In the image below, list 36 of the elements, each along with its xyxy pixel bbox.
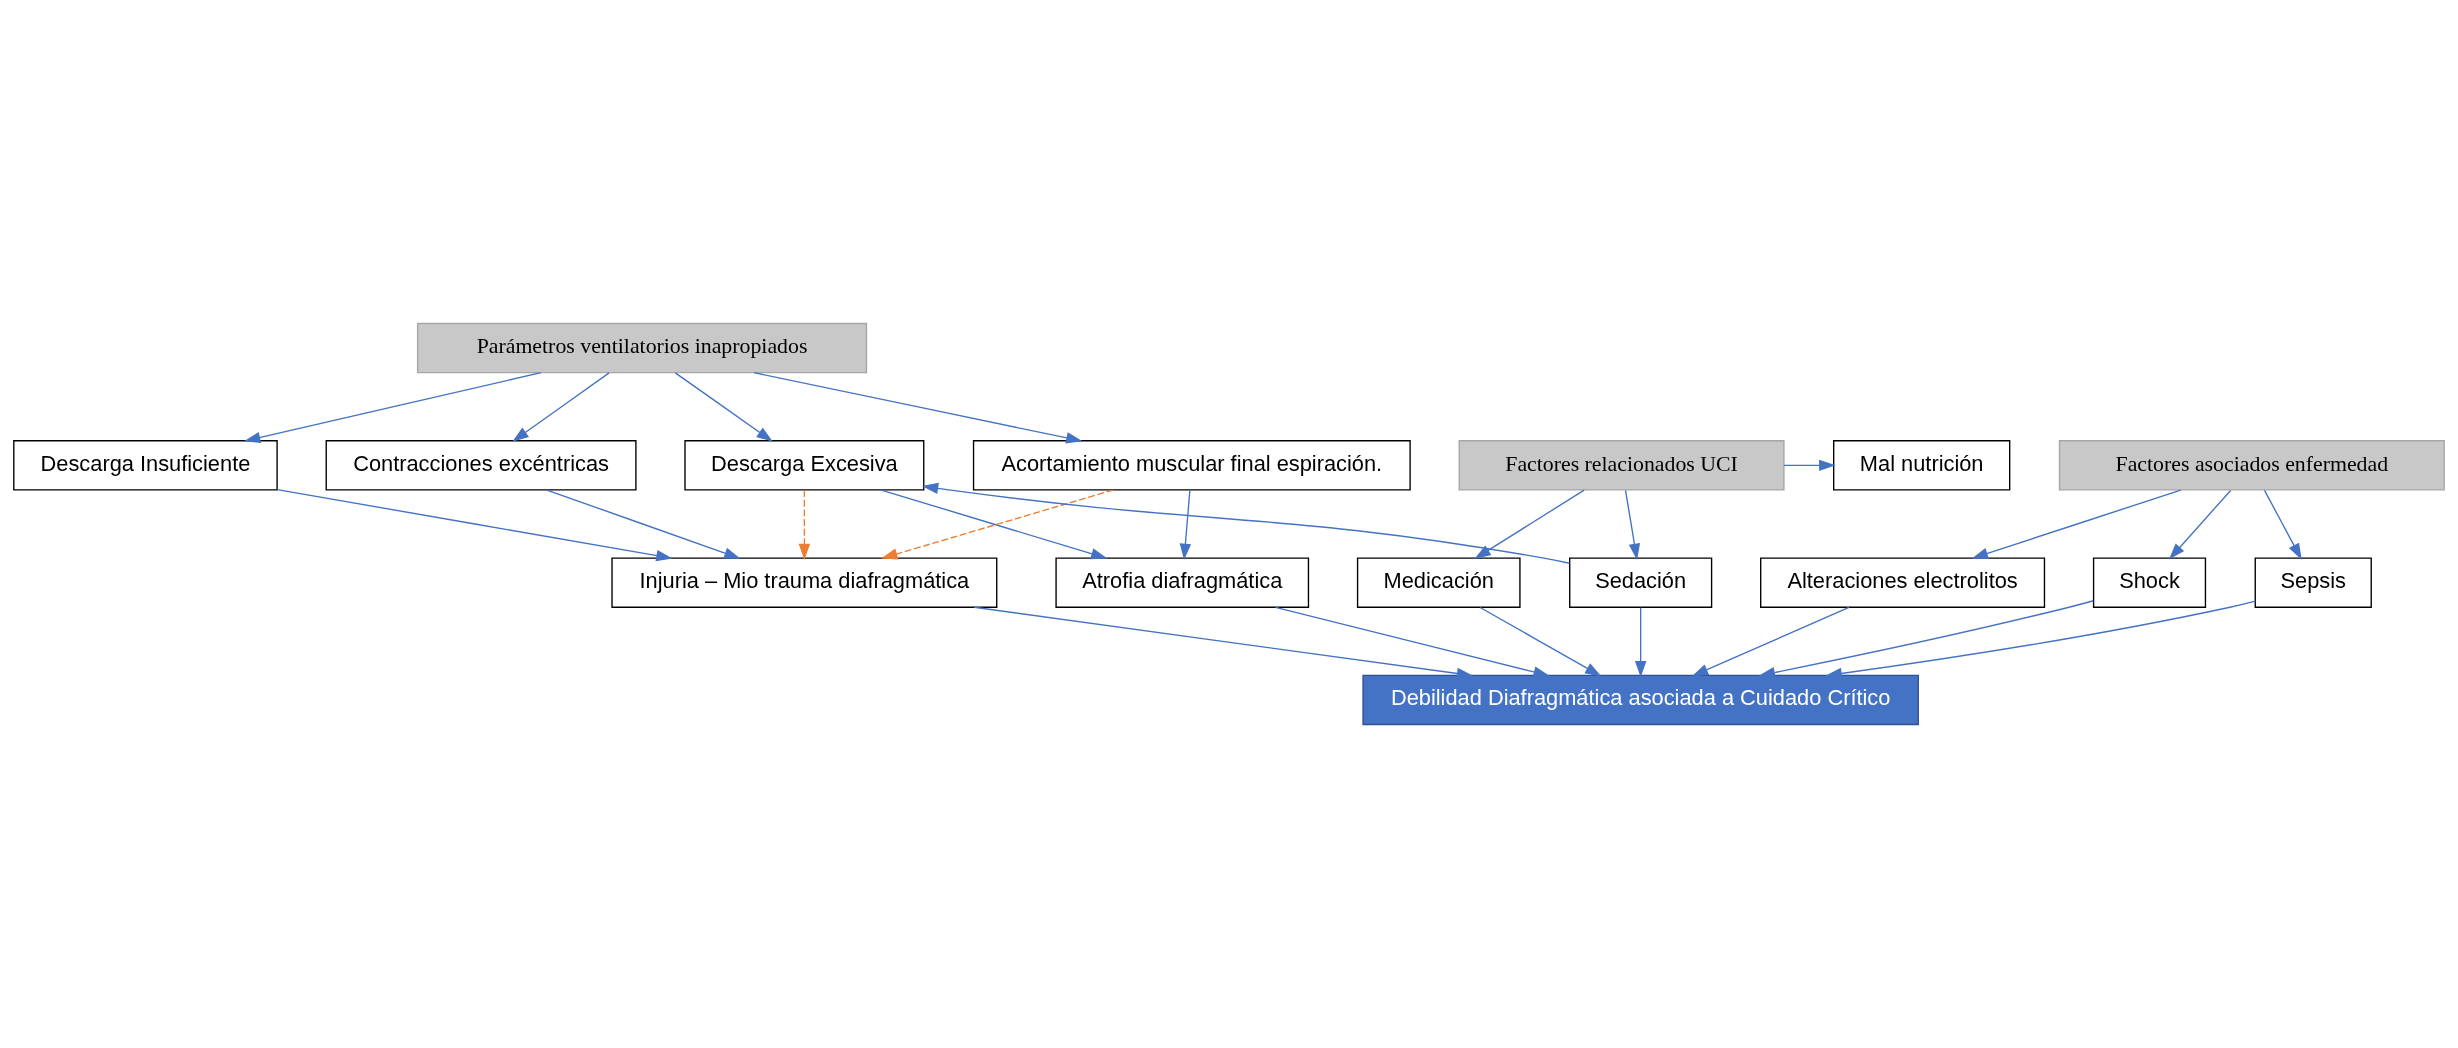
node-box: Descarga Insuficiente xyxy=(13,440,278,491)
node-box: Parámetros ventilatorios inapropiados xyxy=(416,322,868,374)
arrow xyxy=(512,372,610,442)
node-box: Atrofia diafragmática xyxy=(1055,557,1310,608)
node-box: Alteraciones electrolitos xyxy=(1760,557,2046,608)
arrow xyxy=(753,372,1083,444)
node-box: Injuria – Mio trauma diafragmática xyxy=(611,557,998,608)
arrow xyxy=(243,372,542,444)
arrow xyxy=(1634,607,1647,678)
node-box: Acortamiento muscular final espiración. xyxy=(972,440,1411,491)
node-box: Sepsis xyxy=(2254,557,2372,608)
node-box: Medicación xyxy=(1356,557,1521,608)
arrow xyxy=(546,489,741,559)
node-box: Sedación xyxy=(1569,557,1713,608)
arrow xyxy=(2168,489,2232,560)
arrow xyxy=(921,482,1571,564)
arrow xyxy=(798,489,811,561)
node-box: Shock xyxy=(2092,557,2207,608)
arrow xyxy=(1624,489,1641,560)
arrow xyxy=(1691,606,1850,677)
arrow xyxy=(1479,606,1602,677)
arrow xyxy=(1274,606,1550,678)
node-box: Descarga Excesiva xyxy=(684,440,925,491)
node-box: Mal nutrición xyxy=(1833,440,2011,491)
arrow xyxy=(1758,600,2095,679)
arrow xyxy=(1179,489,1192,561)
arrow xyxy=(674,372,773,442)
arrow xyxy=(276,488,673,562)
node-box: Factores relacionados UCI xyxy=(1458,440,1785,491)
arrow xyxy=(1783,459,1836,472)
arrow xyxy=(1474,489,1585,559)
arrow xyxy=(2263,489,2302,560)
node-box: Contracciones excéntricas xyxy=(325,440,637,491)
node-box: Debilidad Diafragmática asociada a Cuidado Crítico xyxy=(1362,674,1919,726)
arrow xyxy=(1971,489,2182,559)
node-box: Factores asociados enfermedad xyxy=(2058,440,2445,491)
